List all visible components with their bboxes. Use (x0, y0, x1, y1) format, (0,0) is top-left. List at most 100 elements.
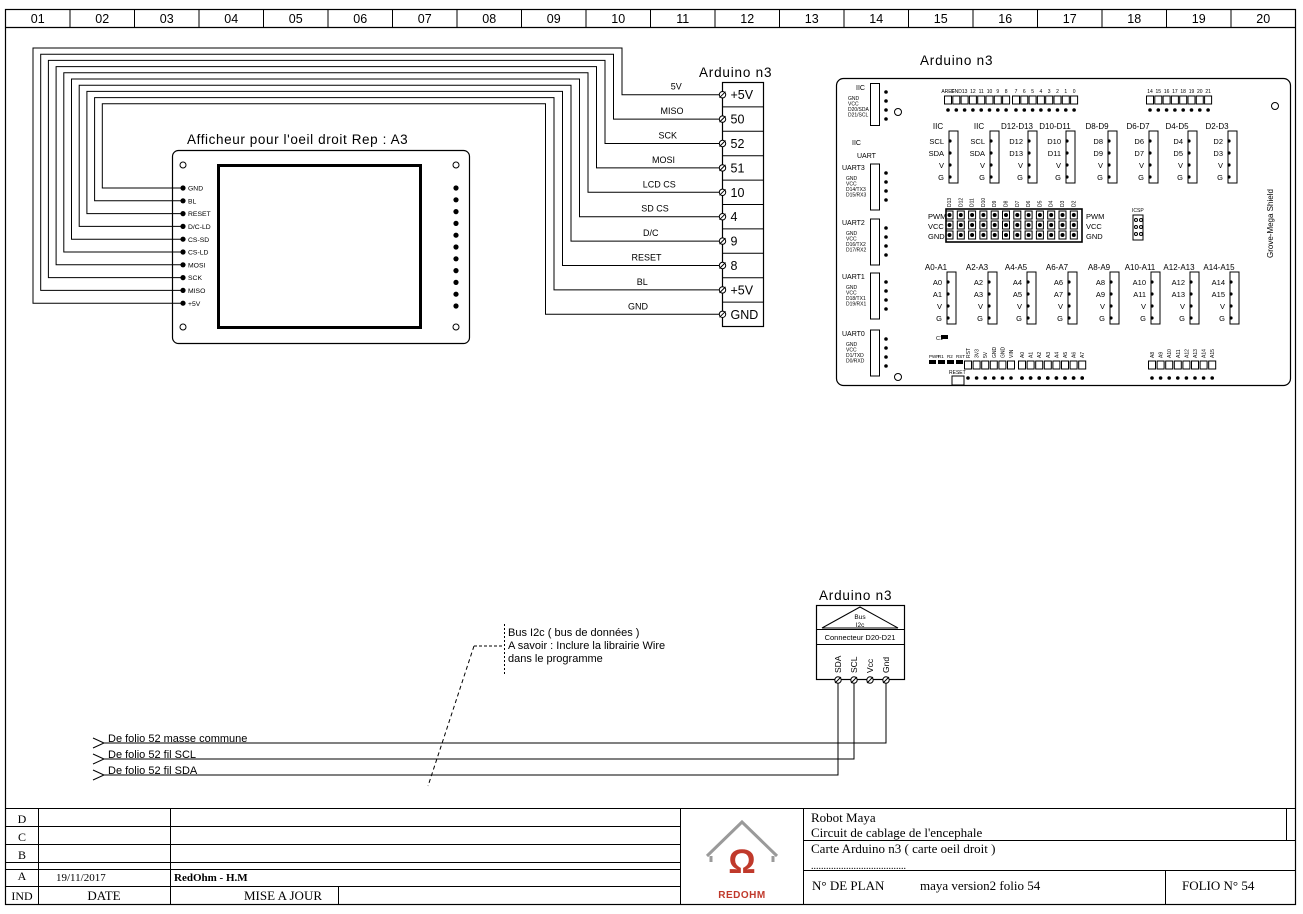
header-update: MISE A JOUR (244, 888, 322, 903)
wire (101, 103, 720, 315)
icsp-label: ICSP (1132, 208, 1144, 214)
grove-group-label: A12-A13 (1163, 263, 1195, 272)
led-icon (929, 360, 936, 364)
header-pin-label: A12 (1184, 349, 1190, 358)
display-header-dot (453, 220, 459, 226)
svg-text:Ω: Ω (728, 843, 755, 881)
wire (32, 47, 720, 304)
grove-group-label: D4-D5 (1165, 122, 1189, 131)
wire (104, 683, 855, 760)
uart-pin-label: GND (846, 342, 858, 348)
grove-group-label: A2-A3 (966, 263, 989, 272)
grove-group-label: D12-D13 (1001, 122, 1034, 131)
column-number: 18 (1127, 12, 1141, 26)
drawing-title: Circuit de cablage de l'encephale (811, 825, 982, 840)
pwm-col-label: D3 (1060, 200, 1066, 207)
wire (40, 53, 720, 291)
header-pin-label: 1 (1064, 89, 1067, 95)
header-pin-label: 5V (983, 351, 989, 358)
grove-pin-label: A5 (1013, 290, 1022, 299)
uart-label: UART1 (842, 274, 865, 281)
grove-pin-label: A0 (933, 278, 942, 287)
grove-pin-label: V (939, 161, 944, 170)
grove-pin-label: G (936, 314, 942, 323)
folio-ref-label: De folio 52 masse commune (108, 733, 247, 745)
folio-ref-label: De folio 52 fil SCL (108, 749, 196, 761)
led-icon (938, 360, 945, 364)
grove-pin-label: V (1218, 161, 1223, 170)
display-pin-dot (180, 287, 186, 293)
logo-text: REDOHM (718, 890, 765, 901)
header-pin-label: A8 (1150, 352, 1156, 358)
column-number: 15 (934, 12, 948, 26)
i2c-pin-label: SCL (849, 656, 859, 673)
display-pin-label: +5V (188, 301, 201, 308)
iic-pin-label: VCC (848, 102, 859, 108)
header-date: DATE (87, 888, 120, 903)
shield-title: Arduino n3 (920, 53, 993, 68)
grove-pin-label: V (1058, 302, 1063, 311)
revision-index: C (18, 830, 26, 844)
header-pin-label: 18 (1180, 89, 1186, 95)
note-line-1: Bus I2c ( bus de données ) (508, 627, 639, 639)
column-number: 11 (676, 12, 689, 26)
uart-pin-label: D18/TX1 (846, 296, 866, 302)
header-pin-label: A14 (1202, 349, 1208, 358)
display-pin-dot (180, 223, 186, 229)
display-pin-label: GND (188, 186, 203, 193)
header-pin-label: A6 (1072, 352, 1078, 358)
display-module: Afficheur pour l'oeil droit Rep : A3 GND… (171, 132, 471, 345)
grove-pin-label: D2 (1213, 137, 1223, 146)
grove-pin-label: A10 (1133, 278, 1146, 287)
grove-pin-label: V (1180, 302, 1185, 311)
grove-pin-label: G (977, 314, 983, 323)
grove-connector (1109, 271, 1120, 325)
note-line-3: dans le programme (508, 653, 603, 665)
grove-pin-label: D13 (1009, 149, 1023, 158)
column-number: 12 (740, 12, 754, 26)
wire (63, 72, 720, 253)
grove-pin-label: G (1097, 173, 1103, 182)
uart-pin-label: VCC (846, 291, 857, 297)
grove-pin-label: A1 (933, 290, 942, 299)
grove-pin-label: V (1018, 161, 1023, 170)
display-screen (217, 164, 422, 329)
folio-ref-label: De folio 52 fil SDA (108, 765, 198, 777)
grove-connector (1026, 271, 1037, 325)
uart-pin-label: GND (846, 176, 858, 182)
title-block: Ω REDOHM Robot Maya Circuit de cablage d… (5, 808, 1296, 905)
grove-pin-label: G (1016, 314, 1022, 323)
column-number: 03 (160, 12, 174, 26)
header-pin-label: 5 (1031, 89, 1034, 95)
header-pin-label: A9 (1159, 352, 1165, 358)
grove-pin-label: D9 (1093, 149, 1103, 158)
grove-pin-label: D5 (1173, 149, 1183, 158)
column-number: 17 (1063, 12, 1077, 26)
display-header-dot (453, 291, 459, 297)
wire-signal-label: LCD CS (643, 179, 676, 189)
wire (104, 683, 839, 776)
wire (55, 66, 720, 266)
grove-pin-label: D11 (1048, 149, 1061, 158)
pwm-col-label: D12 (958, 198, 964, 207)
uart-pin-label: D0/RXD (846, 359, 865, 365)
pwm-col-label: D8 (1004, 200, 1010, 207)
display-header-dot (453, 185, 459, 191)
grove-pin-label: A2 (974, 278, 983, 287)
arduino-pin-label: 51 (731, 161, 745, 175)
grove-connector (948, 130, 959, 184)
iic-pin-label: D21/SCL (848, 113, 869, 119)
revision-index: IND (11, 889, 33, 903)
wire (86, 90, 720, 266)
grove-pin-label: A6 (1054, 278, 1063, 287)
pwm-col-label: D2 (1071, 200, 1077, 207)
folio-references: De folio 52 masse commune De folio 52 fil… (92, 683, 887, 781)
grove-group-label: D10-D11 (1039, 122, 1071, 131)
display-pin-dot (180, 249, 186, 255)
pwm-row-label: PWM (1086, 212, 1104, 221)
grove-connector (1065, 130, 1076, 184)
arduino-block-title: Arduino n3 (699, 65, 772, 80)
grove-group-label: A8-A9 (1088, 263, 1111, 272)
